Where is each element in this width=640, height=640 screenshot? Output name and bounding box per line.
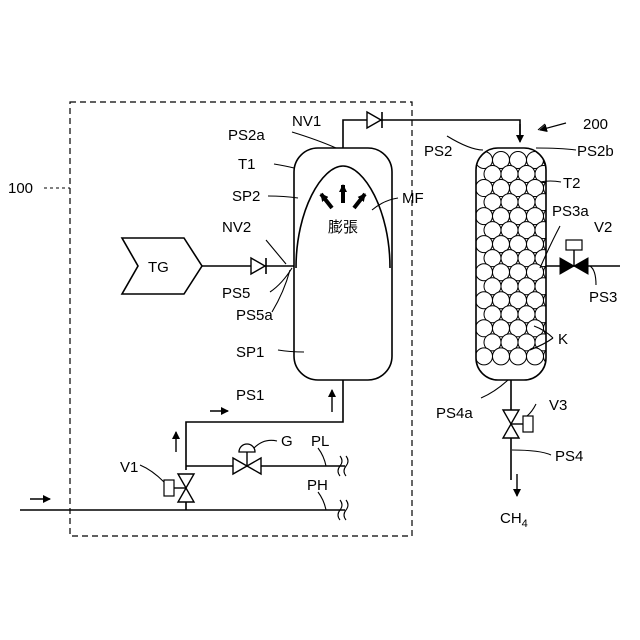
label-ps5a: PS5a: [236, 307, 273, 324]
label-unit-200: 200: [583, 116, 608, 133]
label-v3: V3: [549, 397, 567, 414]
label-ph: PH: [307, 477, 328, 494]
label-nv1: NV1: [292, 113, 321, 130]
label-v1: V1: [120, 459, 138, 476]
pressure-valve-g: [233, 444, 261, 474]
label-nv2: NV2: [222, 219, 251, 236]
label-pl: PL: [311, 433, 329, 450]
label-ps3: PS3: [589, 289, 617, 306]
adsorbent-sphere: [552, 306, 569, 323]
expansion-arrows: [321, 185, 365, 208]
label-ps5: PS5: [222, 285, 250, 302]
label-g: G: [281, 433, 293, 450]
unit-200-arrow: [540, 123, 566, 130]
label-expansion: 膨張: [328, 218, 358, 236]
check-valve-nv2: [251, 258, 266, 274]
label-ps4a: PS4a: [436, 405, 473, 422]
label-ps4: PS4: [555, 448, 583, 465]
label-ps3a: PS3a: [552, 203, 589, 220]
label-tg: TG: [148, 259, 169, 276]
label-t2: T2: [563, 175, 581, 192]
membrane-mf: [296, 166, 390, 268]
adsorbent-k-fill: [476, 152, 570, 365]
valve-v1: [164, 474, 194, 510]
adsorbent-sphere: [510, 348, 527, 365]
label-sp2: SP2: [232, 188, 260, 205]
adsorbent-sphere: [527, 348, 544, 365]
label-ps2a: PS2a: [228, 127, 265, 144]
adsorbent-sphere: [476, 348, 493, 365]
label-sp1: SP1: [236, 344, 264, 361]
label-ps2b: PS2b: [577, 143, 614, 160]
adsorbent-sphere: [493, 348, 510, 365]
label-v2: V2: [594, 219, 612, 236]
label-ch4: CH4: [500, 510, 528, 530]
label-mf: MF: [402, 190, 424, 207]
label-ps2: PS2: [424, 143, 452, 160]
label-ps1: PS1: [236, 387, 264, 404]
label-unit-100: 100: [8, 180, 33, 197]
label-k: K: [558, 331, 568, 348]
adsorbent-sphere: [552, 278, 569, 295]
valve-v2: [560, 240, 588, 274]
tank-t1: [294, 148, 392, 380]
label-t1: T1: [238, 156, 256, 173]
check-valve-nv1: [367, 112, 382, 128]
